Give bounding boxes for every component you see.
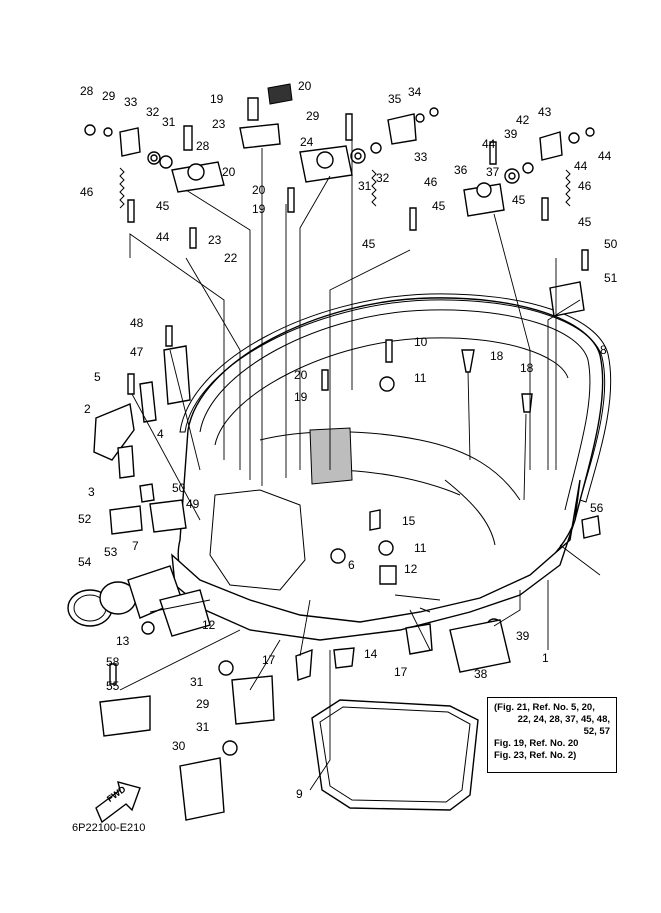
- side-parts: [67, 281, 601, 821]
- callout: 12: [404, 562, 418, 576]
- callout: 45: [578, 215, 592, 229]
- callout: 36: [454, 163, 468, 177]
- callout: 48: [130, 316, 144, 330]
- callout: 33: [414, 150, 428, 164]
- callout: 46: [80, 185, 94, 199]
- callout: 14: [364, 647, 378, 661]
- note-line: (Fig. 21, Ref. No. 5, 20,: [494, 702, 595, 713]
- callout: 38: [474, 667, 488, 681]
- callout: 46: [424, 175, 438, 189]
- callout: 45: [512, 193, 526, 207]
- note-line: Fig. 19, Ref. No. 20: [494, 738, 579, 749]
- callout: 5: [94, 370, 101, 384]
- callout: 58: [106, 655, 120, 669]
- callout: 17: [394, 665, 408, 679]
- forward-arrow-icon: [95, 781, 141, 824]
- callout: 31: [162, 115, 176, 129]
- note-line: 22, 24, 28, 37, 45, 48,: [517, 714, 610, 725]
- callout: 12: [202, 618, 216, 632]
- callout: 45: [432, 199, 446, 213]
- springs: [119, 167, 571, 209]
- callout: 20: [294, 368, 308, 382]
- callout: 35: [388, 92, 402, 106]
- bottom-cowling: [171, 297, 604, 641]
- callout: 19: [252, 202, 266, 216]
- callout: 4: [157, 427, 164, 441]
- callout: 11: [414, 541, 427, 555]
- callout: 20: [298, 79, 312, 93]
- callout: 37: [486, 165, 500, 179]
- callout: 44: [598, 149, 612, 163]
- callout: 29: [196, 697, 210, 711]
- callout: 18: [490, 349, 504, 363]
- callout: 33: [124, 95, 138, 109]
- callout: 2: [84, 402, 91, 416]
- callout: 28: [196, 139, 210, 153]
- callout: 39: [504, 127, 518, 141]
- figure-reference-note: (Fig. 21, Ref. No. 5, 20, 22, 24, 28, 37…: [487, 697, 617, 773]
- callout: 11: [414, 371, 427, 385]
- callout: 54: [78, 555, 92, 569]
- callout: 29: [306, 109, 320, 123]
- callout: 10: [414, 335, 428, 349]
- callout: 30: [172, 739, 186, 753]
- callout: 22: [224, 251, 238, 265]
- callout: 20: [222, 165, 236, 179]
- callout: 28: [80, 84, 94, 98]
- callout: 32: [376, 171, 390, 185]
- rubber-seal: [179, 293, 612, 503]
- callout: 24: [300, 135, 314, 149]
- callout: 1: [542, 651, 549, 665]
- callout: 32: [146, 105, 160, 119]
- callout: 3: [88, 485, 95, 499]
- callout: 9: [296, 787, 303, 801]
- leader-lines: [119, 140, 601, 791]
- callout: 49: [186, 497, 200, 511]
- callout: 31: [190, 675, 204, 689]
- callout: 44: [156, 230, 170, 244]
- callout: 31: [358, 179, 372, 193]
- callout: 44: [482, 137, 496, 151]
- callout: 45: [362, 237, 376, 251]
- callout: 8: [600, 343, 607, 357]
- callout: 50: [172, 481, 186, 495]
- callout: 18: [520, 361, 534, 375]
- callout: 46: [578, 179, 592, 193]
- callout: 45: [156, 199, 170, 213]
- callout: 13: [116, 634, 130, 648]
- callout: 15: [402, 514, 416, 528]
- diagram-code: 6P22100-E210: [72, 822, 146, 834]
- callout: 23: [212, 117, 226, 131]
- note-line: 52, 57: [583, 726, 610, 737]
- gasket-seal: [311, 699, 479, 811]
- callout: 42: [516, 113, 530, 127]
- callout: 7: [132, 539, 139, 553]
- callout-labels: 28 29 33 32 31 28 20 19 23 20 29 24 31 3…: [78, 79, 618, 801]
- callout: 51: [604, 271, 618, 285]
- callout: 39: [516, 629, 530, 643]
- callout: 52: [78, 512, 92, 526]
- callout: 31: [196, 720, 210, 734]
- callout: 34: [408, 85, 422, 99]
- callout: 56: [590, 501, 604, 515]
- callout: 6: [348, 558, 355, 572]
- callout: 55: [106, 679, 120, 693]
- bolts-washers: [84, 97, 595, 756]
- callout: 44: [574, 159, 588, 173]
- callout: 53: [104, 545, 118, 559]
- top-brackets: [119, 83, 563, 217]
- callout: 29: [102, 89, 116, 103]
- callout: 43: [538, 105, 552, 119]
- callout: 47: [130, 345, 144, 359]
- callout: 17: [262, 653, 276, 667]
- callout: 23: [208, 233, 222, 247]
- callout: 19: [210, 92, 224, 106]
- callout: 50: [604, 237, 618, 251]
- note-line: Fig. 23, Ref. No. 2): [494, 750, 577, 761]
- callout: 19: [294, 390, 308, 404]
- callout: 20: [252, 183, 266, 197]
